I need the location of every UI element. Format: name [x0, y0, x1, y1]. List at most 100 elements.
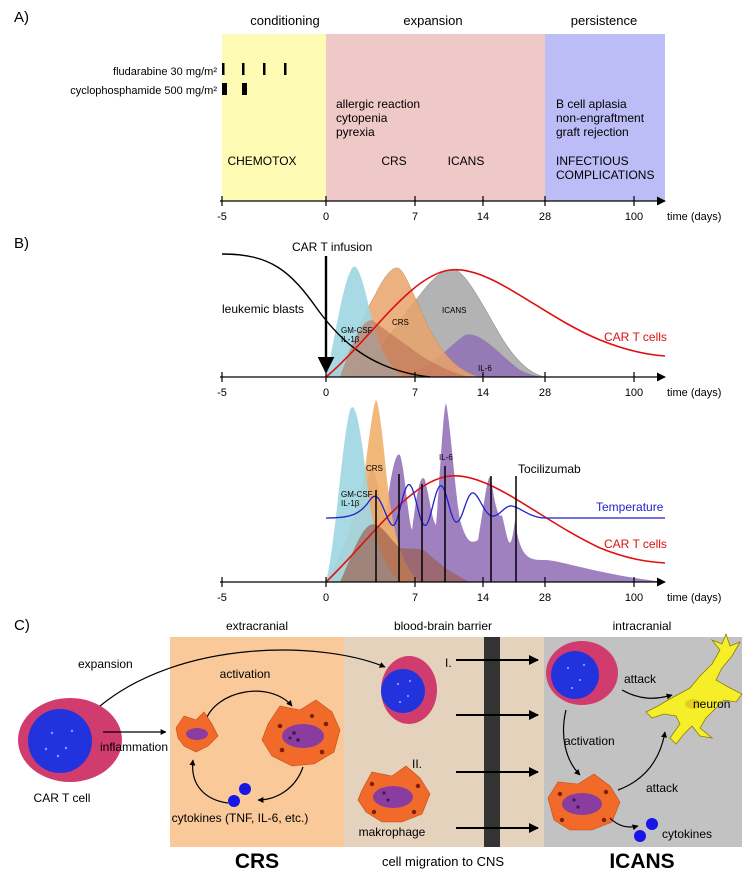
cyclophosphamide-doses: [222, 83, 247, 95]
car-t-infusion-label: CAR T infusion: [292, 240, 372, 254]
cart-curve-top: [325, 268, 666, 378]
svg-text:-5: -5: [217, 387, 227, 399]
icans-label-top: ICANS: [442, 306, 466, 315]
phase-expansion: expansion: [403, 13, 462, 28]
cytokine-loop-left: [189, 759, 229, 804]
crs-overlap-top: [340, 320, 470, 377]
migration-label: cell migration to CNS: [382, 854, 504, 869]
persistence-band: [545, 34, 665, 201]
svg-text:time (days): time (days): [667, 211, 721, 223]
fludarabine-doses: [222, 63, 287, 75]
icans-big-label: ICANS: [609, 850, 674, 873]
effect-graft-rejection: graft rejection: [556, 125, 629, 139]
phase-conditioning: conditioning: [250, 13, 319, 28]
macrophage-intracranial: [547, 773, 621, 831]
region-intracranial: intracranial: [613, 619, 672, 633]
expansion-label: expansion: [78, 657, 133, 671]
crs-big-label: CRS: [235, 850, 279, 873]
svg-text:14: 14: [477, 211, 489, 223]
attack-arrow-top: [621, 689, 673, 700]
drug-fludarabine: fludarabine 30 mg/m²: [113, 66, 217, 78]
cart-cell-intracranial: [546, 641, 618, 705]
infectious-label-1: INFECTIOUS: [556, 154, 629, 168]
svg-text:28: 28: [539, 387, 551, 399]
neuron: [645, 632, 743, 745]
cytokines-left: [228, 783, 251, 807]
panel-c-letter: C): [14, 617, 30, 634]
tocilizumab-doses: [375, 466, 517, 582]
cart-label-top: CAR T cells: [604, 330, 667, 344]
crs-label-a: CRS: [381, 154, 406, 168]
cytokine-arrow-right: [609, 817, 639, 831]
cart-cell-label: CAR T cell: [34, 791, 91, 805]
bbb-wall: [484, 637, 500, 847]
macrophage-small: [175, 711, 219, 753]
il6-curve-bottom: [326, 403, 665, 582]
attack-arrow-bottom: [617, 731, 668, 791]
temperature-curve: [325, 484, 665, 526]
gmcsf-curve-top: [326, 266, 405, 377]
roman-i: I.: [445, 656, 452, 670]
cytokines-right-label: cytokines: [662, 827, 712, 841]
il6-label-top: IL-6: [478, 364, 492, 373]
cart-cell-bbb: [381, 656, 437, 724]
leukemic-blasts-label: leukemic blasts: [222, 302, 304, 316]
region-bbb: blood-brain barrier: [394, 619, 492, 633]
phase-persistence: persistence: [571, 13, 637, 28]
svg-text:7: 7: [412, 211, 418, 223]
activation-arrow-top: [204, 690, 293, 723]
svg-text:14: 14: [477, 592, 489, 604]
svg-text:-5: -5: [217, 211, 227, 223]
activation-top-label: activation: [220, 667, 271, 681]
effect-pyrexia: pyrexia: [336, 125, 375, 139]
roman-ii: II.: [412, 757, 422, 771]
svg-text:0: 0: [323, 211, 329, 223]
inflammation-label: inflammation: [100, 740, 168, 754]
cart-cell-left: [18, 698, 122, 782]
svg-text:time (days): time (days): [667, 387, 721, 399]
macrophage-bbb: [357, 765, 431, 823]
panel-b-letter: B): [14, 235, 29, 252]
crs-label-top: CRS: [392, 318, 409, 327]
svg-text:7: 7: [412, 592, 418, 604]
axis-b-bottom: -5 0 7 14 28 100 time (days): [217, 577, 721, 604]
svg-text:28: 28: [539, 592, 551, 604]
attack-label-bottom: attack: [646, 781, 679, 795]
activation-arrow-right: [563, 709, 581, 776]
effect-b-cell: B cell aplasia: [556, 97, 627, 111]
svg-text:100: 100: [625, 211, 643, 223]
temperature-label: Temperature: [596, 500, 664, 514]
icans-label-a: ICANS: [448, 154, 485, 168]
expansion-band: [326, 34, 545, 201]
svg-text:0: 0: [323, 387, 329, 399]
drug-cyclophosphamide: cyclophosphamide 500 mg/m²: [70, 85, 217, 97]
svg-text:7: 7: [412, 387, 418, 399]
gmcsf-label-top: GM-CSF: [341, 326, 373, 335]
leukemic-blasts-curve: [221, 253, 431, 378]
migration-arrows: [456, 655, 539, 833]
svg-text:14: 14: [477, 387, 489, 399]
axis-b-top: -5 0 7 14 28 100 time (days): [217, 372, 721, 399]
region-extracranial: extracranial: [226, 619, 288, 633]
svg-text:-5: -5: [217, 592, 227, 604]
effect-cytopenia: cytopenia: [336, 111, 388, 125]
svg-text:28: 28: [539, 211, 551, 223]
expansion-arrow: [99, 649, 386, 707]
crs-label-bottom: CRS: [366, 464, 383, 473]
il1b-label-top: IL-1β: [341, 335, 360, 344]
axis-a: -5 0 7 14 28 100 time (days): [217, 196, 721, 223]
attack-label-top: attack: [624, 672, 657, 686]
cytokine-loop-right: [257, 766, 304, 803]
effect-allergic: allergic reaction: [336, 97, 420, 111]
conditioning-band: [222, 34, 326, 201]
panel-a-letter: A): [14, 9, 29, 26]
chemotox-label: CHEMOTOX: [227, 154, 296, 168]
svg-text:time (days): time (days): [667, 592, 721, 604]
neuron-label: neuron: [693, 697, 730, 711]
il1b-label-bottom: IL-1β: [341, 499, 360, 508]
activation-right-label: activation: [564, 734, 615, 748]
svg-text:0: 0: [323, 592, 329, 604]
infectious-label-2: COMPLICATIONS: [556, 168, 654, 182]
